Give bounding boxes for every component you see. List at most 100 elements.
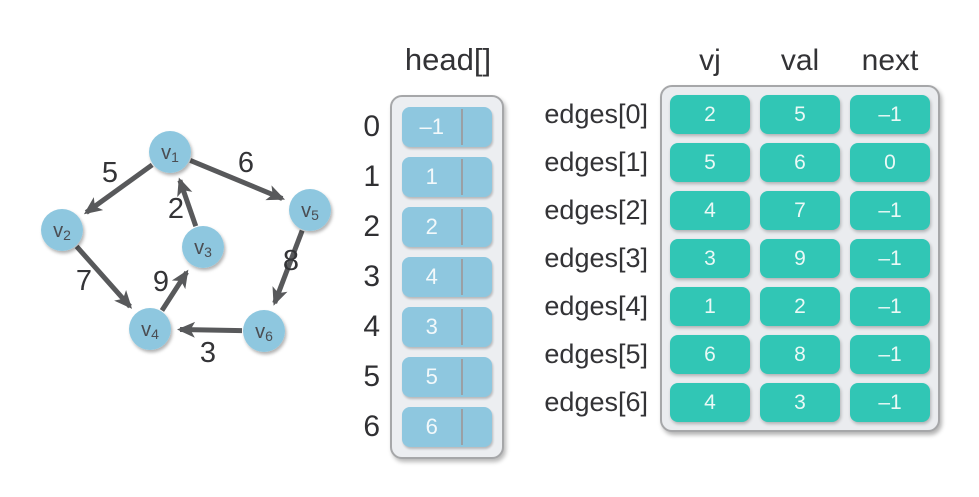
edges-cell-0-next: –1	[850, 95, 930, 134]
edge-arrow	[74, 244, 133, 309]
head-index-2: 2	[363, 210, 380, 243]
edge-weight-label: 8	[283, 245, 299, 277]
edges-cell-2-next: –1	[850, 191, 930, 230]
edges-row-label-4: edges[4]	[544, 291, 648, 321]
edges-cell-1-val: 6	[760, 143, 840, 182]
node-circle	[149, 131, 191, 173]
edges-cell-5-val: 8	[760, 335, 840, 374]
head-index-5: 5	[363, 360, 380, 393]
edges-col-header-vj: vj	[699, 44, 721, 77]
edges-cell-4-val: 2	[760, 287, 840, 326]
graph-edge-v5-v6: 8	[272, 229, 305, 306]
edges-row-label-column: edges[0] edges[1] edges[2] edges[3] edges[4]…	[498, 85, 648, 432]
node-circle	[289, 189, 331, 231]
head-array-title: head[]	[404, 42, 492, 77]
edges-cell-3-next: –1	[850, 239, 930, 278]
head-array-box: –1 1 2 4 3 5 6	[390, 95, 504, 459]
head-index-column: 0 1 2 3 4 5 6	[348, 95, 380, 459]
head-cell-divider	[461, 209, 464, 245]
node-circle	[129, 308, 171, 350]
head-cell-value: 5	[425, 364, 438, 389]
head-cell-value: 6	[425, 414, 438, 439]
head-index-3: 3	[363, 260, 380, 293]
node-label: v1	[161, 142, 179, 165]
node-label: v6	[255, 321, 273, 344]
head-cell-6: 6	[402, 407, 492, 447]
head-cell-value: 4	[425, 264, 438, 289]
edges-cell-3-vj: 3	[670, 239, 750, 278]
head-cell-divider	[461, 109, 464, 145]
edges-row-label-2: edges[2]	[544, 195, 648, 225]
head-array: 0 1 2 3 4 5 6 –1 1 2 4 3 5 6	[348, 95, 504, 459]
graph-node-v5: v5	[289, 189, 331, 231]
edge-arrow	[83, 162, 154, 215]
graph-edge-v1-v5: 6	[189, 147, 286, 201]
edge-arrow	[176, 321, 243, 338]
node-circle	[243, 310, 285, 352]
head-cell-value: –1	[419, 114, 444, 139]
edge-weight-label: 5	[102, 157, 118, 189]
head-index-6: 6	[363, 410, 380, 443]
edges-row-label-3: edges[3]	[544, 243, 648, 273]
edges-cell-2-val: 7	[760, 191, 840, 230]
head-cell-1: 1	[402, 157, 492, 197]
head-index-0: 0	[363, 110, 380, 143]
graph-node-v2: v2	[41, 209, 83, 251]
edges-cell-5-vj: 6	[670, 335, 750, 374]
graph-canvas: 5 6 7 9 2 8 3 v1 v2 v3 v4 v5 v6	[41, 131, 331, 369]
edges-table-headers: vj val next	[660, 44, 944, 78]
node-circle	[41, 209, 83, 251]
edge-weight-label: 3	[200, 337, 216, 369]
edges-cell-5-next: –1	[850, 335, 930, 374]
edges-row-label-5: edges[5]	[544, 339, 648, 369]
graph-edge-v2-v4: 7	[74, 244, 133, 309]
graph-node-v4: v4	[129, 308, 171, 350]
edge-weight-label: 9	[153, 266, 169, 298]
head-cell-divider	[461, 409, 464, 445]
head-cell-5: 5	[402, 357, 492, 397]
edges-col-header-val: val	[780, 44, 820, 77]
graph-edge-v1-v2: 5	[83, 157, 154, 215]
head-cell-value: 1	[425, 164, 438, 189]
graph-edge-v3-v1: 2	[168, 177, 199, 228]
head-index-1: 1	[363, 160, 380, 193]
edge-weight-label: 2	[168, 193, 184, 225]
edges-cell-3-val: 9	[760, 239, 840, 278]
edge-weight-label: 6	[238, 147, 254, 179]
head-cell-divider	[461, 159, 464, 195]
node-label: v5	[301, 200, 319, 223]
head-cell-value: 3	[425, 314, 438, 339]
edge-arrow	[159, 269, 189, 312]
edge-arrow	[177, 177, 199, 228]
edges-table: edges[0] edges[1] edges[2] edges[3] edges[4]…	[498, 85, 940, 432]
head-cell-2: 2	[402, 207, 492, 247]
edge-arrow	[189, 158, 286, 201]
edges-col-header-next: next	[861, 44, 919, 77]
node-label: v3	[194, 237, 212, 260]
edges-cell-6-val: 3	[760, 383, 840, 422]
edges-cell-6-vj: 4	[670, 383, 750, 422]
edges-cell-2-vj: 4	[670, 191, 750, 230]
edges-cell-0-vj: 2	[670, 95, 750, 134]
edges-cell-1-next: 0	[850, 143, 930, 182]
head-index-4: 4	[363, 310, 380, 343]
head-cell-divider	[461, 359, 464, 395]
graph-node-v3: v3	[182, 226, 224, 268]
head-cell-3: 4	[402, 257, 492, 297]
head-cell-divider	[461, 259, 464, 295]
edge-weight-label: 7	[76, 265, 92, 297]
head-cell-value: 2	[425, 214, 438, 239]
node-label: v4	[141, 319, 159, 342]
graph-edge-v6-v4: 3	[176, 321, 243, 369]
edges-cell-6-next: –1	[850, 383, 930, 422]
edges-row-label-0: edges[0]	[544, 99, 648, 129]
edges-cell-1-vj: 5	[670, 143, 750, 182]
edges-cell-0-val: 5	[760, 95, 840, 134]
node-label: v2	[53, 220, 71, 243]
edges-row-label-6: edges[6]	[544, 387, 648, 417]
edges-cell-4-vj: 1	[670, 287, 750, 326]
graph-node-v1: v1	[149, 131, 191, 173]
edges-row-label-1: edges[1]	[544, 147, 648, 177]
edges-cell-4-next: –1	[850, 287, 930, 326]
